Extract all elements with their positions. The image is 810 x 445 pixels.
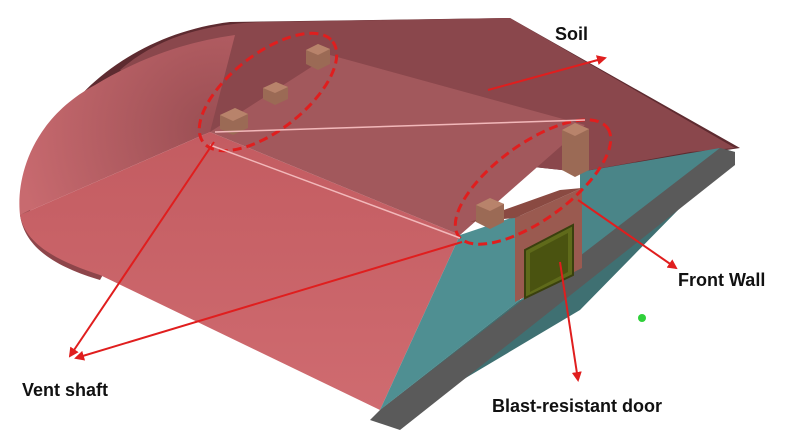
blast-door-inner: [530, 233, 568, 292]
vent-highlight-left: [197, 31, 339, 153]
soil-mid-slope: [210, 55, 585, 235]
front-wall-arrow: [577, 199, 678, 270]
highlight-ray: [209, 144, 461, 239]
door-arrow: [559, 261, 582, 382]
soil-arrow: [487, 55, 607, 91]
front-wall-label: Front Wall: [678, 270, 766, 290]
vent-arrow-right: [74, 241, 463, 361]
slope-wing-left: [380, 215, 520, 410]
vent-arrow-left: [68, 141, 215, 358]
vent-shaft-label: Vent shaft: [22, 380, 109, 400]
highlight-ray: [214, 119, 586, 133]
soil-label: Soil: [555, 24, 589, 44]
soil-front-face: [20, 132, 460, 410]
vent-highlight-right: [453, 118, 613, 246]
vent-shafts-left: [220, 44, 330, 135]
soil-rounded-flank: [19, 35, 235, 215]
slope-wing-right: [520, 148, 720, 300]
blast-door-label: Blast-resistant door: [492, 396, 663, 416]
base-slab: [370, 148, 735, 430]
vent-shafts-right: [476, 123, 589, 229]
marker-dot: [638, 314, 646, 322]
